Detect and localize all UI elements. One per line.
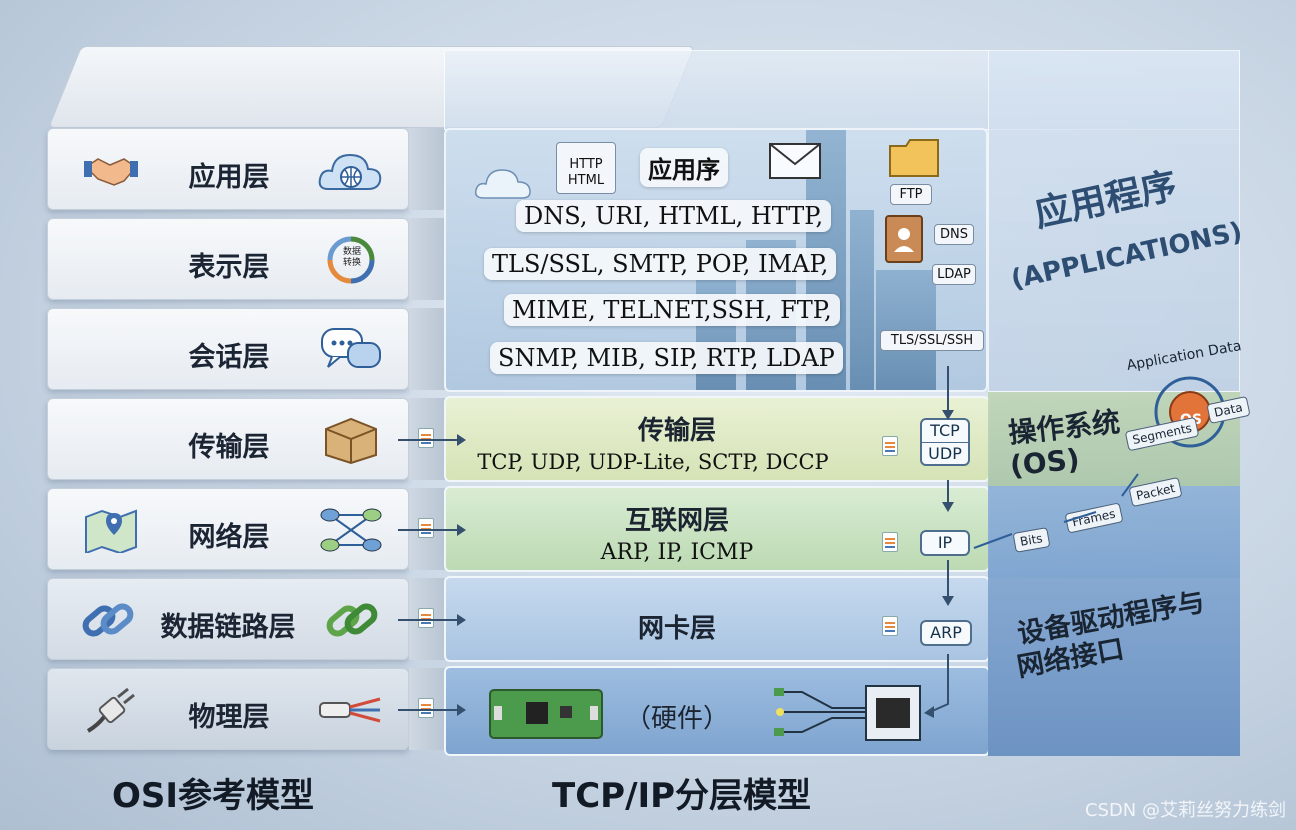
data-packet-icon [418,608,434,628]
tcpip-transport-layer: 传输层 TCP, UDP, UDP-Lite, SCTP, DCCP TCP U… [444,396,990,482]
protocol-line: TLS/SSL, SMTP, POP, IMAP, [484,248,836,280]
transport-title: 传输层 [406,410,948,447]
cloud-globe-icon [318,145,384,195]
osi-side-session [409,308,445,390]
watermark: CSDN @艾莉丝努力练剑 [1085,796,1286,822]
osi-layer-network: 网络层 [47,488,409,570]
osi-layer-physical: 物理层 [47,668,409,750]
osi-model-label: OSI参考模型 [112,768,314,817]
osi-layer-datalink: 数据链路层 [47,578,409,660]
encapsulation-arrows [972,468,1152,552]
application-side-panel: 应用程序 (APPLICATIONS) [988,50,1240,392]
internet-title: 互联网层 [406,500,948,537]
chat-bubbles-icon [318,325,384,375]
package-box-icon [318,415,384,465]
vertical-flow-arrows [920,364,970,720]
protocol-line: DNS, URI, HTML, HTTP, [516,200,831,232]
osi-layer-application: 应用层 [47,128,409,210]
application-title: 应用序 [640,148,728,187]
arrow-network [398,529,464,531]
arrow-physical [398,709,464,711]
osi-layer-session: 会话层 [47,308,409,390]
tcpip-link-layer: 网卡层 ARP [444,576,990,662]
tcpip-model-label: TCP/IP分层模型 [552,768,811,817]
http-html-icon: HTTP HTML [556,142,616,194]
osi-layer-presentation: 表示层 数据 转换 [47,218,409,300]
data-packet-icon [418,428,434,448]
tcpip-internet-layer: 互联网层 ARP, IP, ICMP IP [444,486,990,572]
data-packet-icon [882,436,898,456]
cable-wires-icon [318,685,384,735]
arrow-datalink [398,619,464,621]
arrow-transport [398,439,464,441]
tcpip-hardware-layer: （硬件） [444,666,990,756]
ethernet-port-icon [772,682,922,744]
ldap-tag: LDAP [932,264,976,285]
transport-protocols: TCP, UDP, UDP-Lite, SCTP, DCCP [382,450,924,474]
data-transform-text: 数据 转换 [338,247,366,269]
osi-layer-transport: 传输层 [47,398,409,480]
applications-title: 应用程序 [1029,157,1181,238]
data-packet-icon [882,616,898,636]
osi-side-application [409,128,445,210]
tls-ssl-ssh-tag: TLS/SSL/SSH [880,330,984,351]
internet-protocols: ARP, IP, ICMP [406,540,948,565]
protocol-line: MIME, TELNET,SSH, FTP, [504,294,840,326]
envelope-icon [768,140,822,180]
application-layer-box: HTTP HTML 应用序 FTP DNS LDAP TLS/SSL/SSH D… [444,128,988,392]
folder-icon [888,138,940,178]
data-packet-icon [418,698,434,718]
ftp-tag: FTP [890,184,932,205]
link-title: 网卡层 [406,608,948,645]
building [850,210,874,390]
osi-side-presentation [409,218,445,300]
chain-link-green-icon [322,593,382,647]
dns-tag: DNS [934,224,974,245]
data-packet-icon [418,518,434,538]
driver-side-panel: 设备驱动程序与 网络接口 [988,578,1240,756]
data-packet-icon [882,532,898,552]
protocol-line: SNMP, MIB, SIP, RTP, LDAP [490,342,843,374]
address-book-icon [882,214,926,264]
router-network-icon [318,505,384,555]
cloud-icon [474,164,534,204]
